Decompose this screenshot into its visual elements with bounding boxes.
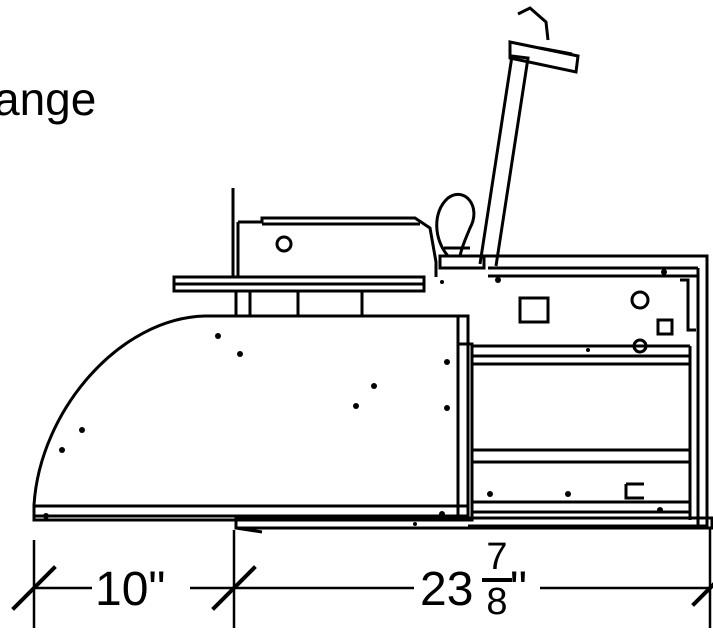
cabinet-port-icon bbox=[630, 290, 650, 310]
dim-tick-left bbox=[11, 565, 57, 611]
dimension-right-whole: 23 bbox=[420, 563, 474, 616]
dim-tick-mid bbox=[211, 565, 257, 611]
lever-arm bbox=[478, 54, 530, 267]
fraction-bar bbox=[482, 578, 512, 582]
dimension-right-inch-mark: " bbox=[510, 563, 528, 616]
lever-clamp-inner bbox=[539, 46, 573, 56]
lever-clamp bbox=[508, 6, 580, 74]
knob-icon bbox=[435, 192, 476, 258]
plate-support-mid bbox=[296, 289, 364, 318]
mount-bolt-icon bbox=[275, 235, 293, 253]
base-rail-left-cap bbox=[235, 526, 263, 534]
rivet-dots bbox=[43, 269, 667, 526]
partial-title-text: ange bbox=[0, 73, 97, 125]
base-rail bbox=[234, 516, 713, 530]
cabinet-outline bbox=[468, 254, 709, 528]
knob-base bbox=[438, 254, 486, 270]
upper-mount-bracket bbox=[236, 216, 438, 277]
fraction-numerator: 7 bbox=[486, 536, 508, 578]
dimension-right-fraction: 7 8 bbox=[482, 538, 512, 621]
cabinet-switch-icon bbox=[518, 296, 550, 324]
front-hood-outline bbox=[32, 314, 470, 522]
rack-frame bbox=[456, 342, 474, 522]
side-latch-icon bbox=[656, 278, 696, 336]
dim-tick-right bbox=[691, 582, 713, 607]
rack-clip-icon bbox=[624, 482, 644, 500]
dimension-left-width: 10" bbox=[95, 563, 166, 616]
plate-support-left bbox=[234, 289, 252, 318]
fraction-denominator: 8 bbox=[486, 581, 508, 623]
